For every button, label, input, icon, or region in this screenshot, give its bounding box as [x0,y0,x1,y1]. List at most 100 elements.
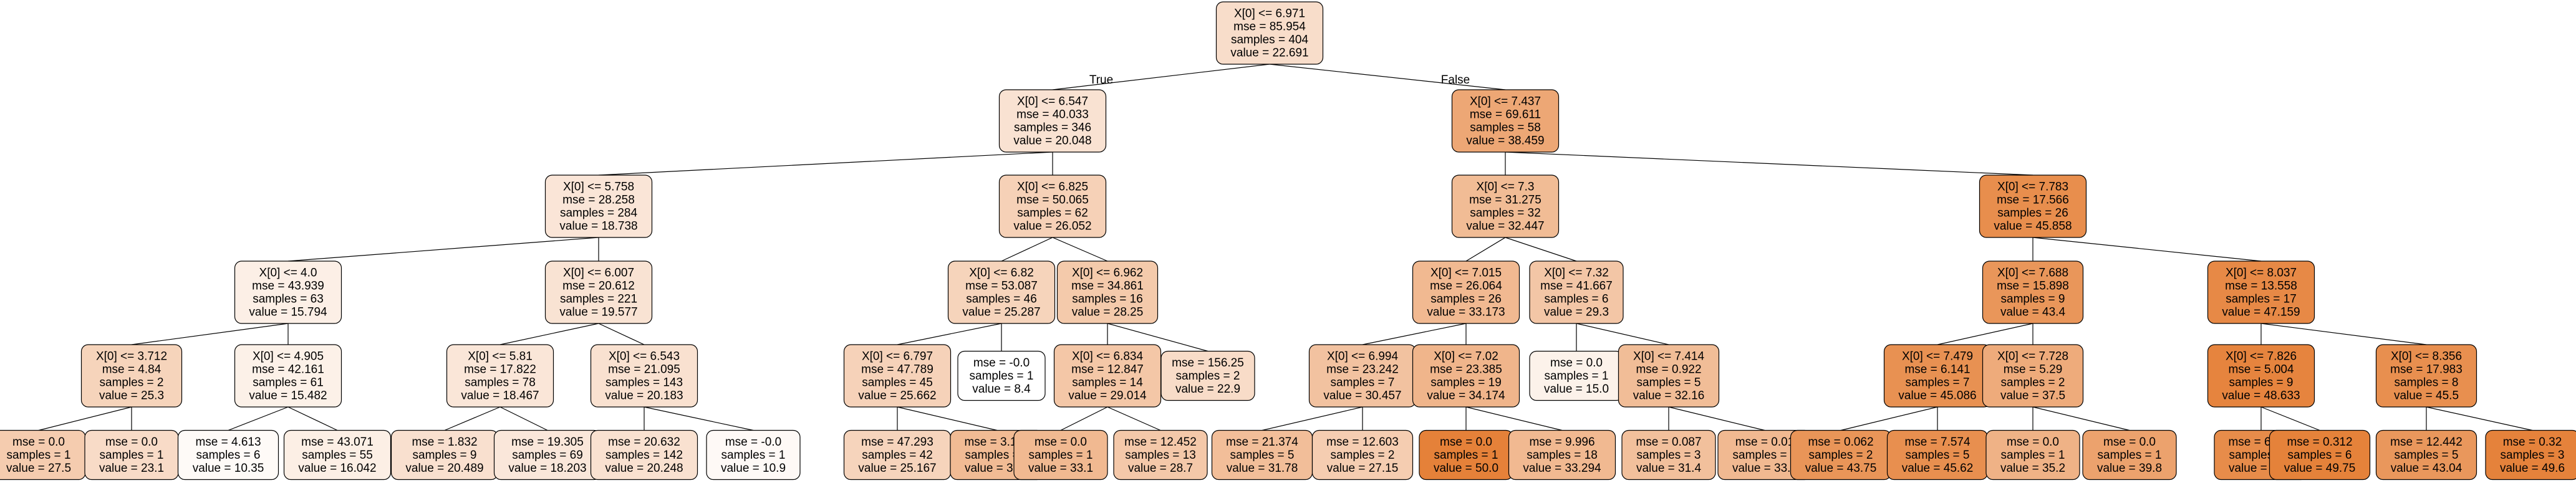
tree-node-line: value = 15.0 [1544,383,1609,396]
tree-node-line: mse = 53.087 [965,279,1038,292]
tree-node-line: samples = 1 [2098,449,2162,462]
tree-node-box [1618,344,1720,408]
tree-node-line: X[0] <= 7.015 [1430,266,1502,279]
false-branch-label: False [1441,74,1470,87]
tree-node-line: samples = 8 [2395,376,2459,389]
tree-edge-29-54 [2260,406,2320,431]
tree-node-box [1160,350,1255,401]
tree-node-line: mse = 85.954 [1233,20,1306,33]
tree-node-line: mse = 5.004 [2228,363,2294,376]
tree-node-box [1985,429,2080,481]
tree-node-line: value = 45.858 [1994,219,2072,232]
tree-node-line: X[0] <= 7.437 [1470,95,1541,108]
tree-edge-8-18 [598,323,645,345]
tree-node-line: samples = 221 [560,292,637,305]
tree-node-line: X[0] <= 6.797 [862,350,933,363]
tree-node-box [947,261,1056,324]
tree-edge-4-10 [1052,237,1108,262]
tree-node-line: mse = 0.0 [12,436,65,449]
tree-edge-7-15 [131,323,289,345]
tree-node-box [998,175,1107,238]
tree-edge-24-46 [1465,406,1563,431]
tree-node-line: value = 23.1 [99,462,164,475]
tree-node-line: value = 32.6 [965,462,1030,475]
tree-node-line: mse = 42.161 [252,363,324,376]
tree-node-line: samples = 26 [1997,206,2068,219]
tree-node-line: samples = 142 [605,449,683,462]
tree-node-line: value = 25.3 [99,389,164,402]
tree-node-box [706,429,801,481]
tree-edge-17-35 [444,406,501,431]
tree-node-line: samples = 17 [2226,292,2297,305]
tree-node-line: samples = 404 [1231,33,1309,46]
tree-node-box [1056,261,1159,324]
tree-node-line: value = 33.3 [1732,462,1797,475]
tree-node-line: samples = 69 [512,449,583,462]
tree-node-line: samples = 13 [1125,449,1196,462]
tree-node-line: X[0] <= 6.825 [1017,180,1088,193]
tree-node-line: value = 28.7 [1128,462,1193,475]
tree-node-line: X[0] <= 3.712 [96,350,167,363]
tree-edge-5-11 [1465,237,1506,262]
tree-node-box [544,175,653,238]
tree-node-line: value = 28.25 [1072,305,1144,318]
tree-edge-11-23 [1362,323,1467,345]
tree-node-line: mse = 0.32 [2503,436,2562,449]
tree-node-box [2207,344,2315,408]
tree-node-line: value = 25.287 [962,305,1040,318]
tree-node-line: samples = 2 [100,376,164,389]
tree-node-line: X[0] <= 7.728 [1997,350,2068,363]
tree-edge-21-42 [1107,406,1161,431]
tree-node-line: samples = 62 [1017,206,1088,219]
tree-edge-13-27 [1937,323,2033,345]
tree-node-line: mse = 12.847 [1071,363,1144,376]
tree-node-line: X[0] <= 6.82 [969,266,1034,279]
tree-node-line: samples = 284 [560,206,638,219]
tree-node-line: mse = 4.613 [195,436,261,449]
tree-node-line: value = 33.173 [1427,305,1505,318]
tree-node-line: X[0] <= 6.971 [1234,7,1305,20]
tree-node-line: samples = 1 [1545,370,1609,383]
tree-edges [38,64,2533,431]
tree-node-line: value = 10.35 [193,462,264,475]
tree-node-line: X[0] <= 6.547 [1017,95,1088,108]
tree-node-line: value = 15.482 [249,389,327,402]
tree-node-box [1982,261,2084,324]
tree-node-line: value = 10.9 [721,462,786,475]
tree-node-line: value = 43.04 [2391,462,2463,475]
tree-node-line: value = 27.15 [1327,462,1399,475]
tree-node-line: mse = 21.374 [1226,436,1298,449]
tree-node-line: value = 15.794 [249,305,327,318]
tree-edge-16-34 [287,406,338,431]
tree-node-line: mse = 17.983 [2390,363,2463,376]
tree-node-line: X[0] <= 7.3 [1477,180,1535,193]
tree-edge-19-40 [897,406,998,431]
tree-node-line: mse = 40.033 [1016,108,1089,121]
tree-node-box [957,350,1046,401]
tree-node-box [1529,261,1624,324]
tree-node-line: samples = 1 [1434,449,1498,462]
tree-node-box [1013,429,1108,481]
tree-node-line: mse = 17.566 [1997,193,2069,206]
tree-edge-14-30 [2260,323,2427,345]
tree-node-line: samples = 1 [7,449,71,462]
tree-node-line: mse = 41.667 [1540,279,1613,292]
tree-edge-26-48 [1668,406,1765,431]
tree-node-line: samples = 143 [605,376,683,389]
tree-node-box [1982,344,2084,408]
tree-node-line: mse = 19.305 [511,436,584,449]
tree-node-line: samples = 5 [1906,449,1970,462]
